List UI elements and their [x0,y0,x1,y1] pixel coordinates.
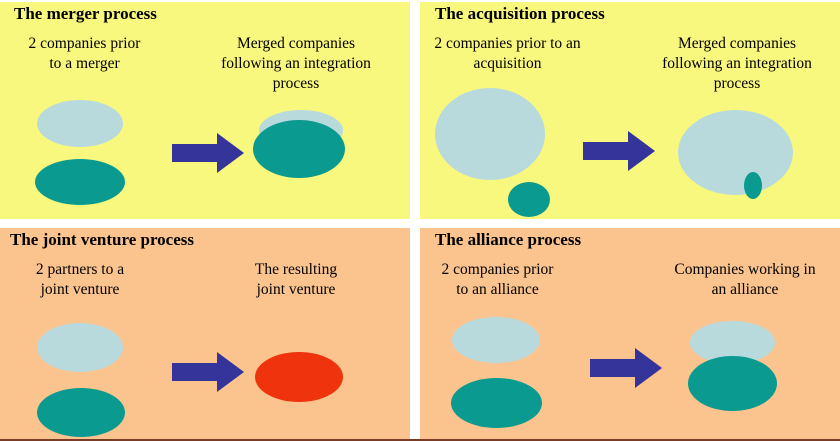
joint-venture-before-label: 2 partners to a joint venture [35,261,125,298]
acquisition-after-label: Merged companies following an integratio… [662,35,812,92]
alliance-panel: The alliance process 2 companies prior t… [420,228,840,441]
alliance-company-b-ellipse [451,378,542,428]
merger-panel: The merger process 2 companies prior to … [0,2,410,219]
acquirer-ellipse [435,88,545,180]
target-company-ellipse [508,182,550,217]
alliance-before-label: 2 companies prior to an alliance [441,261,554,298]
absorbed-target-ellipse [744,172,762,199]
merger-before-label: 2 companies prior to a merger [28,35,141,72]
top-edge [0,0,840,2]
merged-company-b-ellipse [253,120,345,178]
partner-b-ellipse [37,388,125,437]
merger-title: The merger process [14,4,157,23]
company-a-ellipse [37,100,123,147]
joint-venture-panel: The joint venture process 2 partners to … [0,228,410,441]
joint-venture-after-label: The resulting joint venture [254,261,338,298]
joint-venture-ellipse [255,352,343,402]
acquisition-title: The acquisition process [435,4,605,23]
right-arrow-icon [172,132,245,174]
merged-acquirer-ellipse [678,110,793,195]
joint-venture-title: The joint venture process [10,230,195,249]
alliance-title: The alliance process [435,230,582,249]
right-arrow-icon [583,130,656,172]
company-b-ellipse [35,159,125,205]
partner-a-ellipse [37,323,123,372]
acquisition-panel: The acquisition process 2 companies prio… [420,2,840,219]
right-arrow-icon [590,347,663,389]
allied-company-b-ellipse [688,356,777,411]
alliance-company-a-ellipse [452,317,540,363]
right-arrow-icon [172,351,245,393]
alliance-after-label: Companies working in an alliance [674,261,816,298]
bottom-edge [0,439,840,441]
merger-after-label: Merged companies following an integratio… [221,35,371,92]
acquisition-before-label: 2 companies prior to an acquisition [434,35,581,72]
